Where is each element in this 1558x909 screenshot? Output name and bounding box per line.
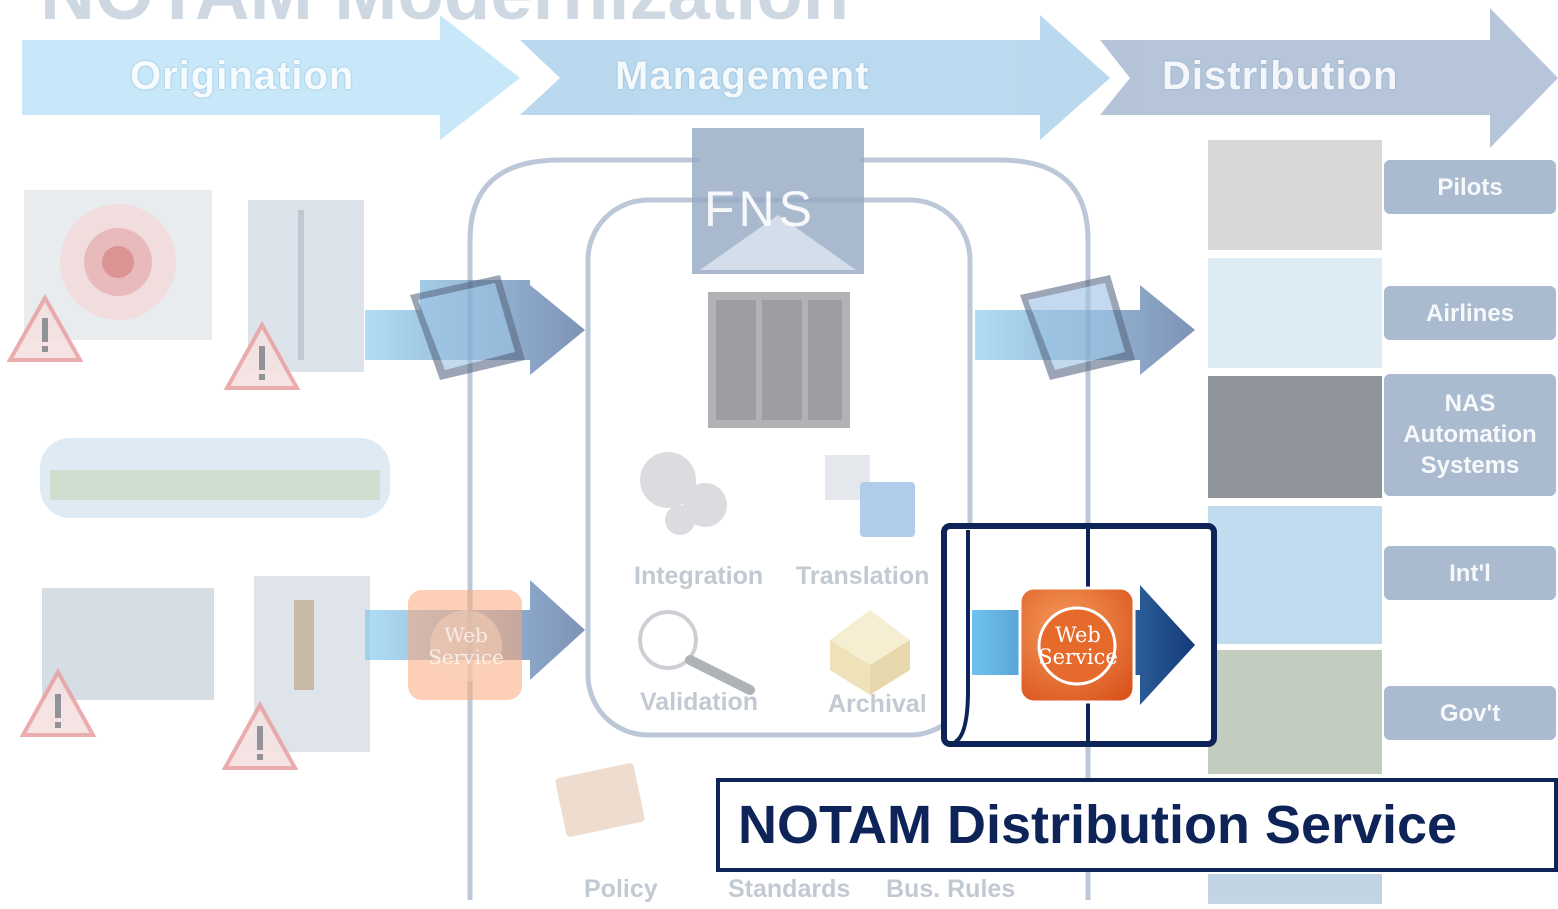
phase-origination: Origination [130,54,355,98]
standards-label: Standards [728,875,851,903]
policy-label: Policy [584,875,658,903]
web-service-line1: Web [444,623,488,647]
fns-label: FNS [704,181,816,237]
audience-pilots: Pilots [1437,174,1503,201]
phase-management: Management [615,54,870,98]
gears-icon [640,452,727,535]
web-service-line2: Service [428,645,504,669]
server-icon [708,292,850,428]
audience-boxes [1384,160,1556,740]
highlight-frame [941,523,1217,747]
validation-label: Validation [640,688,759,716]
distribution-images [1208,140,1382,904]
policy-book-icon [555,763,645,837]
management-loop [467,157,1091,900]
magnifier-icon [638,610,755,695]
page-title: NOTAM Modernization [40,0,849,37]
audience-nas-automation: NAS Automation Systems [1403,390,1537,479]
laptop-icons [410,275,1135,380]
audience-govt: Gov't [1439,700,1501,727]
translate-icon [825,455,915,537]
bus-rules-label: Bus. Rules [886,875,1016,903]
audience-intl: Int'l [1449,560,1491,587]
archive-box-icon [830,610,910,695]
web-service-label-faded: Web Service [424,624,508,668]
archival-label: Archival [828,690,927,718]
translation-label: Translation [796,562,930,590]
notam-distribution-service-box: NOTAM Distribution Service [716,778,1558,872]
notam-distribution-service-label: NOTAM Distribution Service [738,795,1458,855]
integration-label: Integration [634,562,764,590]
airport-image [42,588,214,700]
web-service-label: Web Service [1036,624,1120,668]
phase-distribution: Distribution [1162,54,1399,98]
audience-airlines: Airlines [1425,300,1515,327]
fns-logo [692,128,864,274]
phase-band [22,8,1558,148]
web-service-line2: Service [1038,645,1118,669]
web-service-line1: Web [1055,623,1101,647]
